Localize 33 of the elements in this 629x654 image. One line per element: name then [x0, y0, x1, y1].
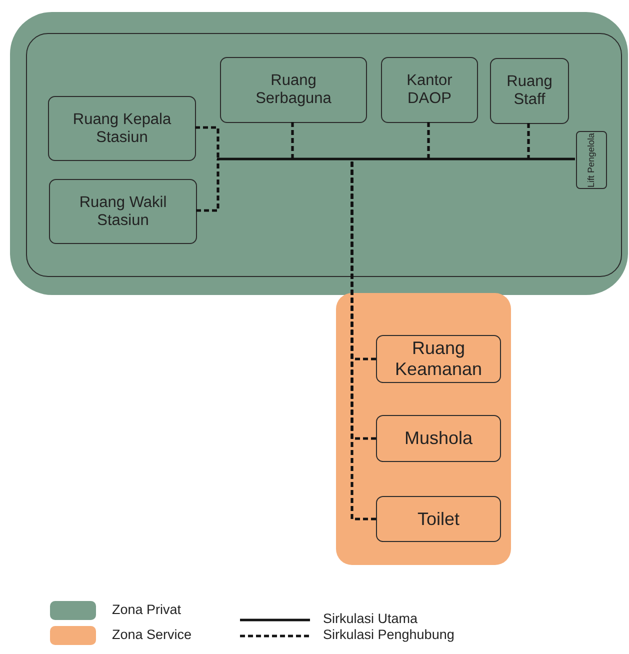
room-label: Ruang Wakil Stasiun — [78, 194, 168, 230]
zone-frame — [26, 33, 622, 277]
connector-line — [427, 122, 430, 159]
room-label: Ruang Serbaguna — [254, 72, 332, 108]
connector-line — [350, 159, 376, 520]
room-label: Mushola — [404, 428, 473, 449]
connector-line — [350, 159, 376, 440]
legend-label: Zona Service — [112, 627, 192, 642]
room-label: Ruang Kepala Stasiun — [72, 110, 172, 146]
room-label: Lift Pengelola — [586, 132, 596, 188]
private-zone-area — [10, 12, 628, 295]
connector-line — [196, 159, 220, 212]
room-label: Ruang Keamanan — [394, 338, 484, 380]
connector-line — [527, 123, 530, 159]
room-box — [49, 179, 197, 244]
room-box — [220, 57, 367, 123]
connector-line — [291, 122, 294, 159]
lift-box — [576, 131, 607, 189]
legend-label: Sirkulasi Penghubung — [323, 627, 454, 642]
connector-line — [217, 158, 575, 160]
room-box — [381, 57, 478, 123]
room-box — [490, 58, 569, 124]
connector-line — [195, 126, 220, 159]
room-box — [376, 335, 501, 383]
room-label: Ruang Staff — [506, 73, 554, 109]
room-label: Toilet — [417, 508, 460, 530]
room-label: Kantor DAOP — [406, 72, 454, 108]
room-box — [48, 96, 196, 161]
room-box — [376, 415, 501, 462]
room-box — [376, 496, 501, 542]
legend-label: Sirkulasi Utama — [323, 611, 418, 626]
legend-label: Zona Privat — [112, 602, 182, 617]
service-zone-area — [336, 293, 511, 565]
